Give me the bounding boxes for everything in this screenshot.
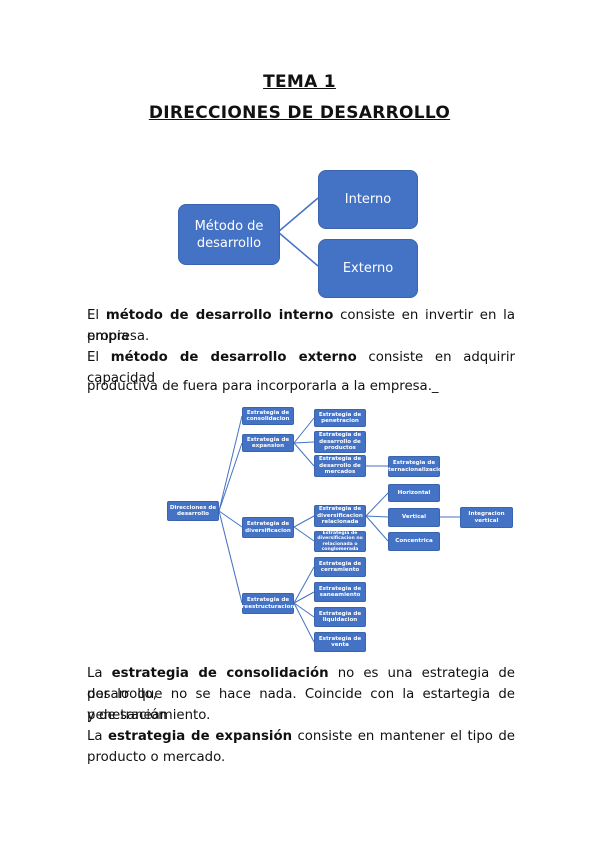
text: consiste en invertir en la propia [87,308,515,344]
para1-line1: El método de desarrollo interno consiste… [87,305,515,347]
para1-line3: El método de desarrollo externo consiste… [87,347,515,389]
node-concentrica: Concentrica [388,532,440,551]
node-label: Estrategia de internacionalizacion [382,460,446,473]
bold-term: estrategia de expansión [107,729,293,744]
text: consiste en adquirir capacidad [87,350,515,386]
node-cerramiento: Estrategia de cerramiento [314,557,366,577]
para2-line1: La estrategia de consolidación no es una… [87,663,515,705]
node-internacionalizacion: Estrategia de internacionalizacion [382,456,446,477]
node-label: Estrategia de diversificacion [245,521,291,534]
node-direcciones: Direcciones de desarrollo [167,501,219,521]
node-desarrollo-productos: Estrategia de desarrollo de productos [314,431,366,453]
node-diversificacion-relacionada: Estrategia de diversificacion relacionad… [314,505,366,527]
diagram1-externo: Externo [318,239,418,298]
node-label: Integracion vertical [468,511,505,524]
para1-line4: productiva de fuera para incorporarla a … [87,379,439,394]
node-expansion: Estrategia de expansion [242,434,294,452]
text: La [87,666,112,681]
node-vertical: Vertical [388,508,440,527]
node-label: Estrategia de consolidacion [246,409,290,422]
node-penetracion: Estrategia de penetracion [314,409,366,427]
bold-term: método de desarrollo interno [105,308,334,323]
bold-term: estrategia de consolidación [111,666,329,681]
text: El [87,350,111,365]
node-label: Estrategia de penetracion [318,411,362,424]
diagram1-interno-label: Interno [344,192,392,207]
diagram1-root-label: Método de desarrollo [194,218,264,251]
page-title: TEMA 1 [263,72,336,92]
node-label: Estrategia de reestructuracion [241,597,295,610]
text: consiste en mantener el tipo de [292,729,515,744]
node-venta: Estrategia de venta [314,632,366,652]
para2-line2: por lo que no se hace nada. Coincide con… [87,687,515,723]
node-label: Estrategia de venta [318,635,362,648]
text: El [87,308,106,323]
node-desarrollo-mercados: Estrategia de desarrollo de mercados [314,455,366,477]
diagram1-root: Método de desarrollo [178,204,280,265]
node-label: Concentrica [395,538,433,545]
bold-term: método de desarrollo externo [110,350,357,365]
node-label: Estrategia de desarrollo de mercados [318,456,362,476]
text: La [87,729,108,744]
node-label: Estrategia de desarrollo de productos [318,432,362,452]
node-label: Horizontal [397,489,431,496]
text: no es una estrategia de desarrollo, [87,666,515,702]
node-saneamiento: Estrategia de saneamiento [314,582,366,602]
node-consolidacion: Estrategia de consolidacion [242,407,294,425]
node-label: Estrategia de expansion [246,436,290,449]
para2-line4: La estrategia de expansión consiste en m… [87,726,515,747]
node-label: Estrategia de saneamiento [318,585,362,598]
diagram1-interno: Interno [318,170,418,229]
para1-line2: empresa. [87,329,150,344]
page-subtitle: DIRECCIONES DE DESARROLLO [148,103,451,123]
node-integracion-vertical: Integracion vertical [460,507,513,528]
node-diversificacion: Estrategia de diversificacion [242,517,294,538]
node-label: Estrategia de diversificacion no relacio… [317,531,363,552]
node-diversificacion-no-relacionada: Estrategia de diversificacion no relacio… [314,531,366,552]
node-label: Vertical [401,514,427,521]
node-label: Estrategia de liquidacion [318,610,362,623]
node-liquidacion: Estrategia de liquidacion [314,607,366,627]
para2-line3: y de saneamiento. [87,708,211,723]
node-reestructuracion: Estrategia de reestructuracion [242,593,294,614]
node-horizontal: Horizontal [388,484,440,502]
node-label: Estrategia de cerramiento [318,560,362,573]
node-label: Direcciones de desarrollo [169,504,217,517]
para2-line5: producto o mercado. [87,750,226,765]
diagram1-externo-label: Externo [342,261,394,276]
node-label: Estrategia de diversificacion relacionad… [317,506,363,526]
